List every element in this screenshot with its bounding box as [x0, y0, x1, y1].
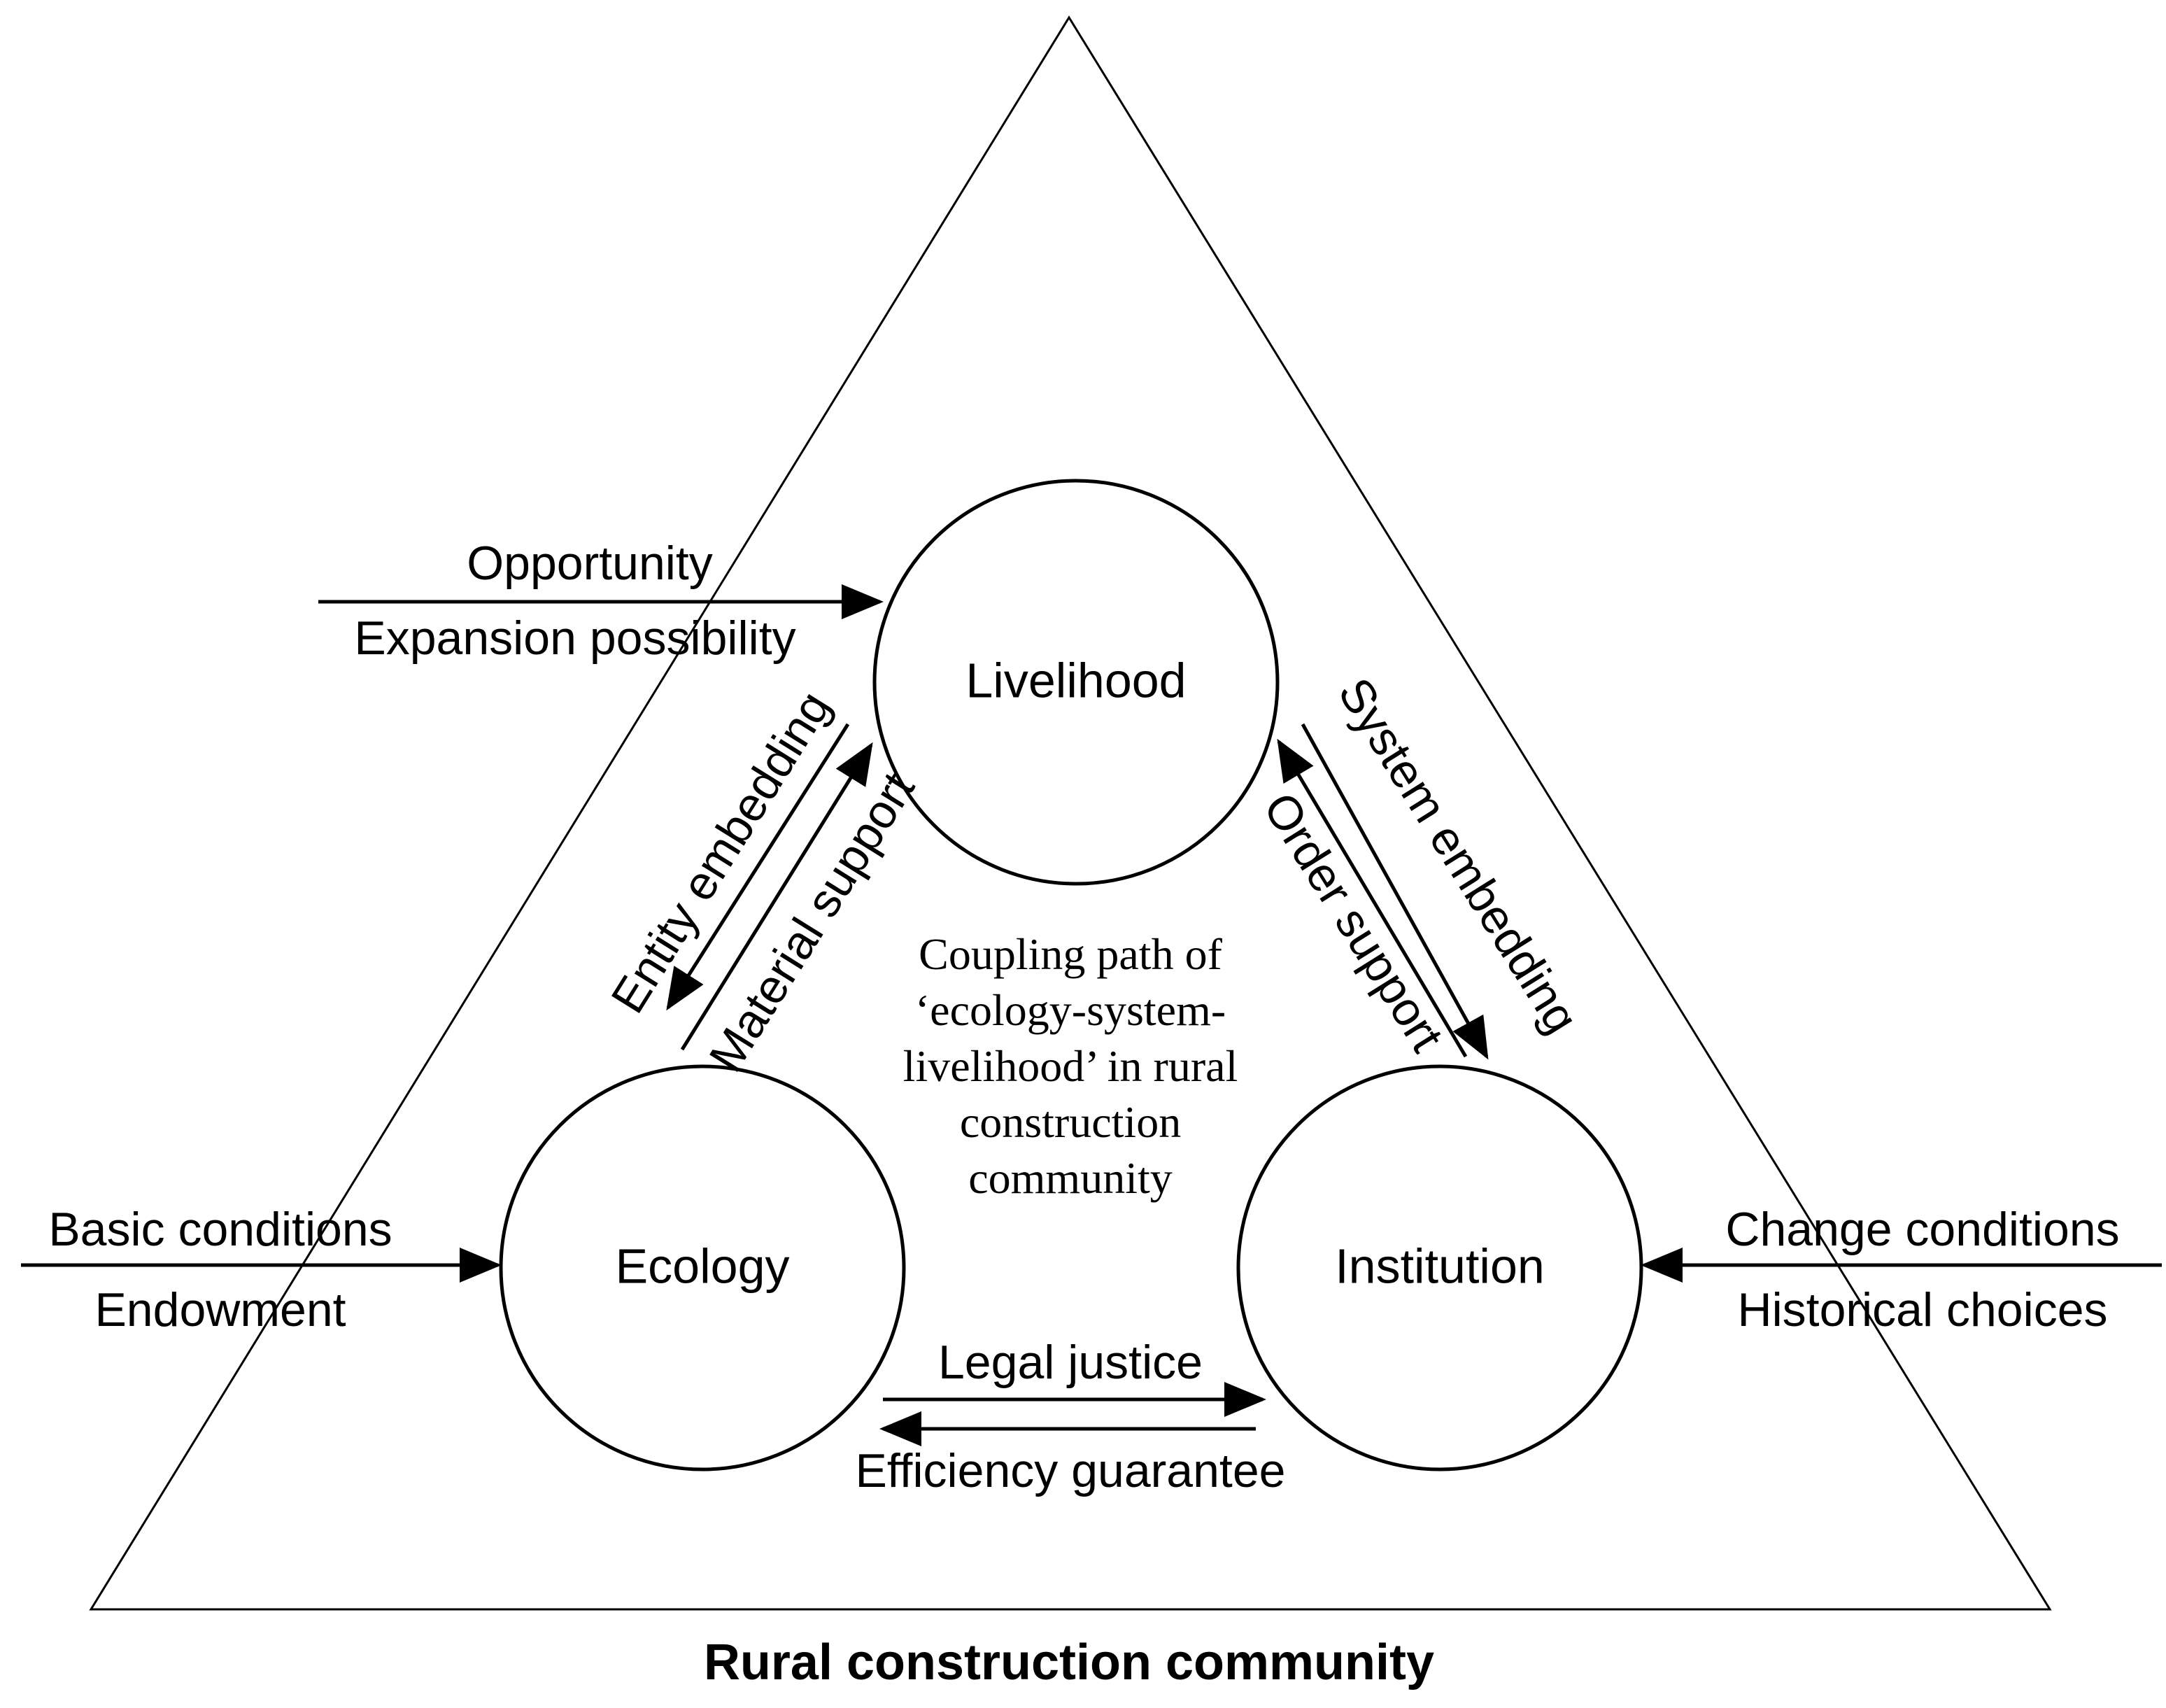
- efficiency-guarantee-label: Efficiency guarantee: [856, 1444, 1286, 1497]
- center-text-line-4: construction: [960, 1097, 1181, 1147]
- caption: Rural construction community: [704, 1635, 1434, 1691]
- endowment-label: Endowment: [94, 1283, 346, 1336]
- historical-choices-label: Historical choices: [1737, 1283, 2107, 1336]
- material-support-arrow: [680, 742, 873, 1051]
- livelihood-label: Livelihood: [965, 653, 1186, 707]
- ecology-label: Ecology: [615, 1238, 789, 1293]
- livelihood-circle: [872, 479, 1280, 886]
- system-embedding-arrow: [1301, 723, 1489, 1060]
- center-text-line-2: ‘ecology-system-: [915, 985, 1226, 1035]
- opportunity-label: Opportunity: [467, 537, 713, 590]
- institution-label: Institution: [1335, 1238, 1545, 1293]
- entity-embedding-arrow: [666, 723, 850, 1011]
- center-text-line-3: livelihood’ in rural: [903, 1041, 1238, 1091]
- expansion-possibility-label: Expansion possibility: [354, 612, 795, 665]
- order-support-arrow: [1277, 738, 1468, 1058]
- center-text-line-1: Coupling path of: [919, 929, 1222, 979]
- center-text: Coupling path of ‘ecology-system- liveli…: [903, 929, 1238, 1203]
- change-conditions-label: Change conditions: [1725, 1203, 2119, 1256]
- legal-justice-label: Legal justice: [938, 1336, 1203, 1389]
- community-triangle: [89, 15, 2052, 1611]
- center-text-line-5: community: [968, 1153, 1173, 1203]
- basic-conditions-label: Basic conditions: [48, 1203, 392, 1256]
